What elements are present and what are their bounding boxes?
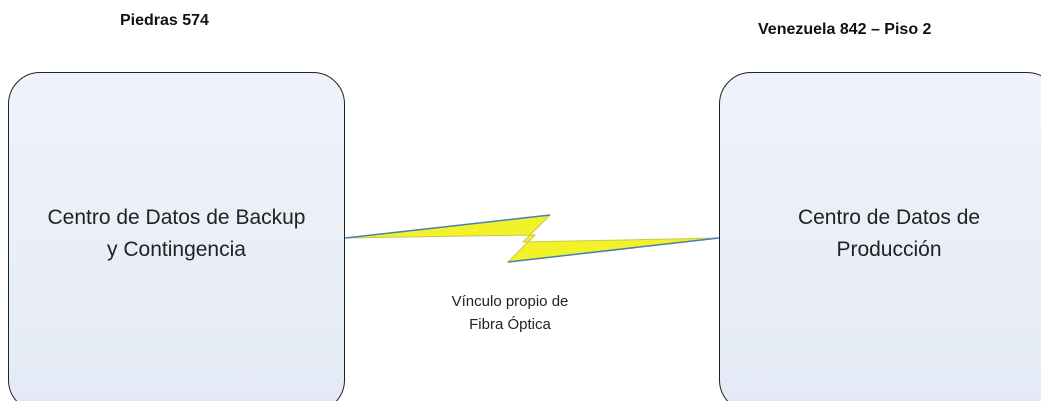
right-site-location-label: Venezuela 842 – Piso 2 <box>758 21 932 38</box>
fiber-link-line-left <box>344 214 551 239</box>
backup-datacenter-name-line2: y Contingencia <box>107 238 246 261</box>
fiber-link-caption-line1: Vínculo propio de <box>451 293 569 310</box>
backup-datacenter-name: Centro de Datos de Backup y Contingencia <box>48 202 306 266</box>
production-datacenter-box: Centro de Datos de Producción <box>719 72 1041 401</box>
backup-datacenter-box: Centro de Datos de Backup y Contingencia <box>8 72 345 401</box>
fiber-link-line-right <box>507 237 720 263</box>
backup-datacenter-name-line1: Centro de Datos de Backup <box>47 206 306 229</box>
fiber-link-caption-line2: Fibra Óptica <box>469 316 551 333</box>
production-datacenter-name-line1: Centro de Datos de <box>797 206 981 229</box>
production-datacenter-name-line2: Producción <box>836 238 942 261</box>
left-site-location-label: Piedras 574 <box>120 12 209 29</box>
production-datacenter-name: Centro de Datos de Producción <box>798 202 980 266</box>
lightning-bolt-icon <box>344 214 720 263</box>
fiber-link-caption: Vínculo propio de Fibra Óptica <box>420 290 600 336</box>
